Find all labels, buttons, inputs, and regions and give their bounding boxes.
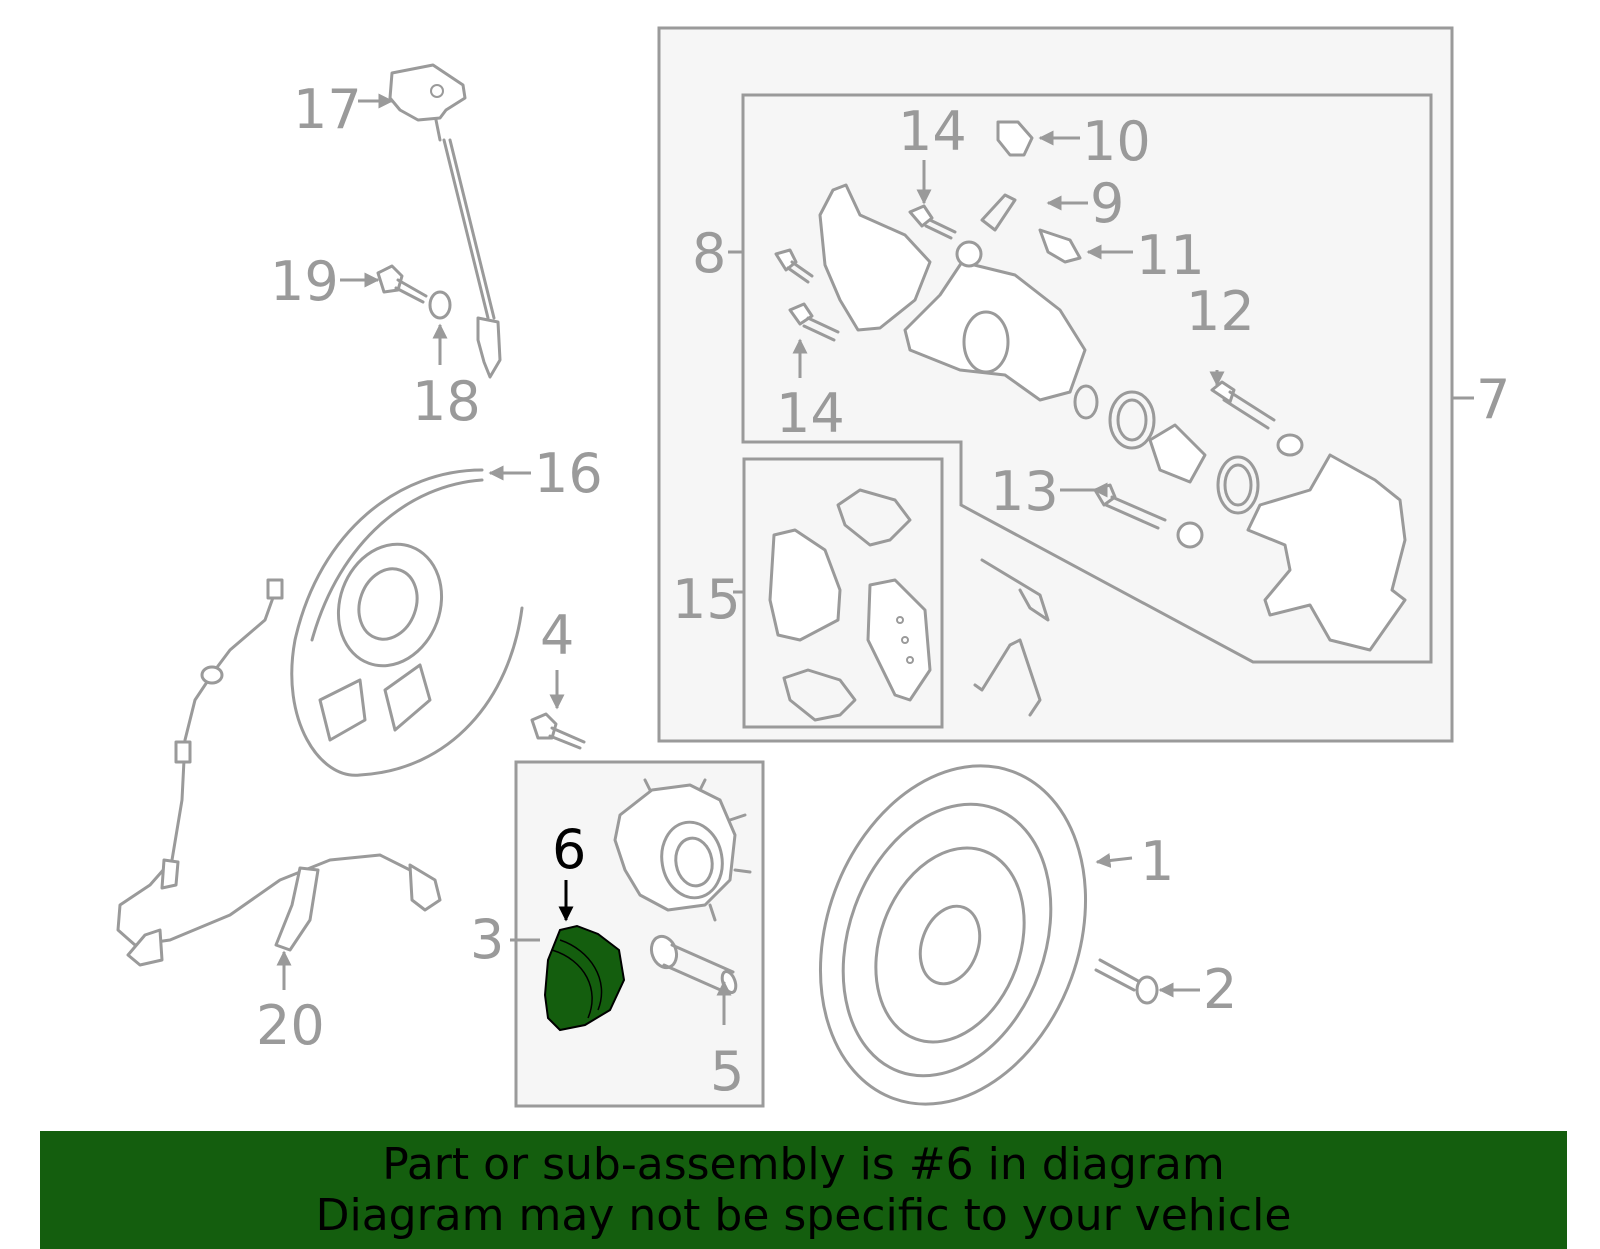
callout-1: 1 bbox=[1140, 830, 1174, 893]
wheel-stud-part bbox=[649, 934, 738, 995]
callout-16: 16 bbox=[534, 442, 603, 505]
pad-springs-part bbox=[973, 558, 1050, 717]
callout-9: 9 bbox=[1090, 172, 1124, 235]
callout-14-bottom: 14 bbox=[776, 382, 845, 445]
banner-line-2: Diagram may not be specific to your vehi… bbox=[315, 1190, 1292, 1241]
callout-5: 5 bbox=[710, 1040, 744, 1103]
brake-pads-part bbox=[768, 488, 932, 722]
caliper-body-part bbox=[818, 183, 1087, 402]
rotor-screw-part bbox=[1094, 958, 1159, 1005]
banner-line-1: Part or sub-assembly is #6 in diagram bbox=[382, 1139, 1225, 1190]
callout-19: 19 bbox=[270, 250, 339, 313]
callout-10: 10 bbox=[1082, 110, 1151, 173]
bolt-19-part bbox=[376, 264, 428, 304]
dust-cap-part-highlighted bbox=[543, 924, 626, 1032]
bolt-4-part bbox=[530, 712, 586, 750]
callout-7: 7 bbox=[1476, 368, 1510, 431]
callout-17: 17 bbox=[293, 78, 362, 141]
callout-4: 4 bbox=[540, 604, 574, 667]
callout-leaders bbox=[276, 93, 1474, 1025]
callout-6: 6 bbox=[552, 818, 586, 881]
callout-13: 13 bbox=[990, 460, 1059, 523]
dust-shield-part bbox=[290, 468, 524, 777]
caliper-bracket-part bbox=[1093, 453, 1407, 652]
callout-8: 8 bbox=[692, 222, 726, 285]
callout-18: 18 bbox=[412, 370, 481, 433]
brake-rotor-part bbox=[818, 764, 1088, 1106]
caliper-small-parts bbox=[774, 120, 1304, 515]
brake-hose-part bbox=[388, 63, 502, 379]
callout-11: 11 bbox=[1136, 224, 1205, 287]
wheel-hub-part bbox=[613, 778, 752, 922]
callout-3: 3 bbox=[470, 908, 504, 971]
callout-12: 12 bbox=[1186, 280, 1255, 343]
info-banner: Part or sub-assembly is #6 in diagram Di… bbox=[40, 1131, 1567, 1249]
callout-14-top: 14 bbox=[898, 100, 967, 163]
abs-sensor-part bbox=[116, 578, 442, 967]
callout-2: 2 bbox=[1203, 958, 1237, 1021]
callout-15: 15 bbox=[672, 568, 741, 631]
callout-20: 20 bbox=[256, 994, 325, 1057]
washer-18-part bbox=[428, 290, 452, 320]
